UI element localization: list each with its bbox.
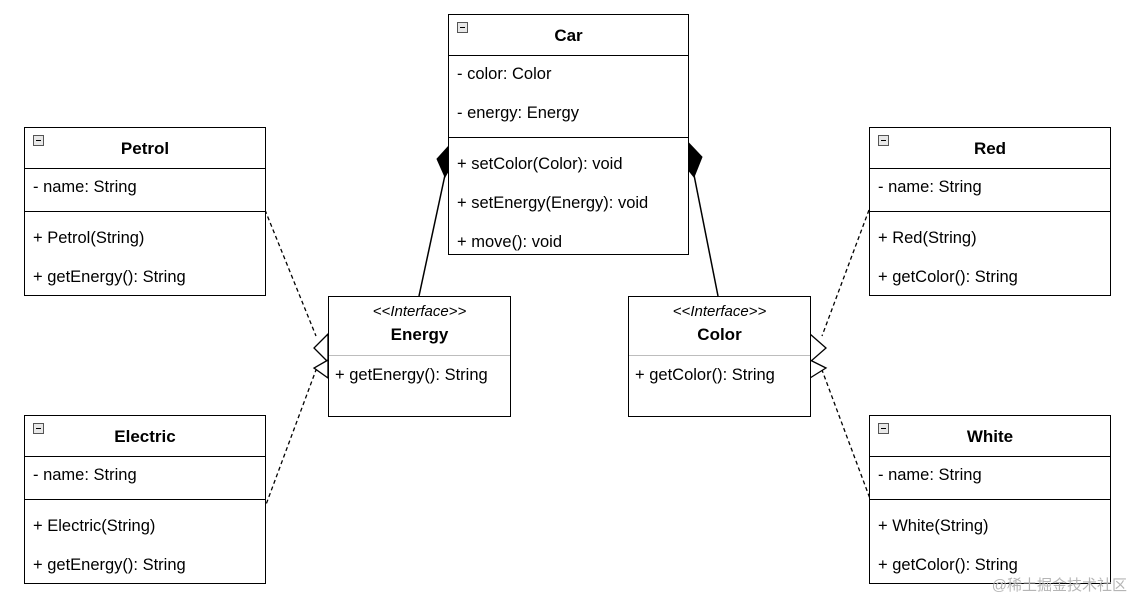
collapse-icon[interactable] bbox=[878, 135, 889, 146]
class-electric[interactable]: Electric - name: String + Electric(Strin… bbox=[24, 415, 266, 584]
class-electric-attribute: - name: String bbox=[33, 466, 137, 484]
realization-petrol-energy-line bbox=[264, 209, 317, 337]
class-electric-method: + Electric(String) bbox=[33, 517, 156, 535]
interface-energy-method: + getEnergy(): String bbox=[335, 366, 488, 384]
interface-color[interactable]: <<Interface>> Color + getColor(): String bbox=[628, 296, 811, 417]
class-electric-name: Electric bbox=[114, 427, 176, 446]
class-car-method: + move(): void bbox=[457, 233, 562, 251]
class-car-header: Car bbox=[449, 15, 688, 56]
composition-car-energy-line bbox=[418, 174, 446, 297]
class-electric-divider bbox=[25, 499, 265, 500]
class-red[interactable]: Red - name: String + Red(String) + getCo… bbox=[869, 127, 1111, 296]
class-white[interactable]: White - name: String + White(String) + g… bbox=[869, 415, 1111, 584]
interface-energy-name: Energy bbox=[390, 325, 449, 344]
class-red-attribute: - name: String bbox=[878, 178, 982, 196]
realization-arrowhead-color-lower bbox=[809, 358, 828, 380]
interface-color-name: Color bbox=[697, 325, 742, 344]
realization-white-color-line bbox=[821, 369, 873, 505]
realization-electric-energy-line bbox=[263, 369, 317, 511]
collapse-icon[interactable] bbox=[33, 135, 44, 146]
realization-arrowhead-energy-upper bbox=[313, 332, 329, 364]
class-white-method: + White(String) bbox=[878, 517, 989, 535]
collapse-icon[interactable] bbox=[878, 423, 889, 434]
class-petrol-attribute: - name: String bbox=[33, 178, 137, 196]
realization-red-color-line bbox=[821, 209, 870, 337]
interface-energy[interactable]: <<Interface>> Energy + getEnergy(): Stri… bbox=[328, 296, 511, 417]
class-white-header: White bbox=[870, 416, 1110, 457]
class-petrol-divider bbox=[25, 211, 265, 212]
composition-car-color-line bbox=[693, 174, 719, 297]
class-red-method: + Red(String) bbox=[878, 229, 977, 247]
class-white-name: White bbox=[966, 427, 1014, 446]
interface-color-divider bbox=[629, 355, 810, 356]
class-petrol-header: Petrol bbox=[25, 128, 265, 169]
collapse-icon[interactable] bbox=[457, 22, 468, 33]
interface-energy-divider bbox=[329, 355, 510, 356]
class-car-attribute: - energy: Energy bbox=[457, 104, 579, 122]
class-petrol[interactable]: Petrol - name: String + Petrol(String) +… bbox=[24, 127, 266, 296]
class-car-method: + setEnergy(Energy): void bbox=[457, 194, 649, 212]
class-red-name: Red bbox=[973, 139, 1007, 158]
class-car-divider bbox=[449, 137, 688, 138]
interface-color-stereotype: <<Interface>> bbox=[672, 303, 767, 320]
class-white-method: + getColor(): String bbox=[878, 556, 1018, 574]
class-red-header: Red bbox=[870, 128, 1110, 169]
class-white-attribute: - name: String bbox=[878, 466, 982, 484]
class-white-divider bbox=[870, 499, 1110, 500]
collapse-icon[interactable] bbox=[33, 423, 44, 434]
class-car-method: + setColor(Color): void bbox=[457, 155, 623, 173]
class-car-name: Car bbox=[554, 26, 583, 45]
interface-color-method: + getColor(): String bbox=[635, 366, 775, 384]
interface-energy-stereotype: <<Interface>> bbox=[372, 303, 467, 320]
class-red-divider bbox=[870, 211, 1110, 212]
class-electric-method: + getEnergy(): String bbox=[33, 556, 186, 574]
class-car[interactable]: Car - color: Color - energy: Energy + se… bbox=[448, 14, 689, 255]
class-electric-header: Electric bbox=[25, 416, 265, 457]
class-petrol-name: Petrol bbox=[120, 139, 170, 158]
class-car-attribute: - color: Color bbox=[457, 65, 552, 83]
watermark: @稀土掘金技术社区 bbox=[991, 577, 1127, 594]
realization-arrowhead-color-upper bbox=[809, 332, 827, 364]
realization-arrowhead-energy-lower bbox=[312, 358, 329, 380]
class-petrol-method: + getEnergy(): String bbox=[33, 268, 186, 286]
class-red-method: + getColor(): String bbox=[878, 268, 1018, 286]
class-petrol-method: + Petrol(String) bbox=[33, 229, 145, 247]
